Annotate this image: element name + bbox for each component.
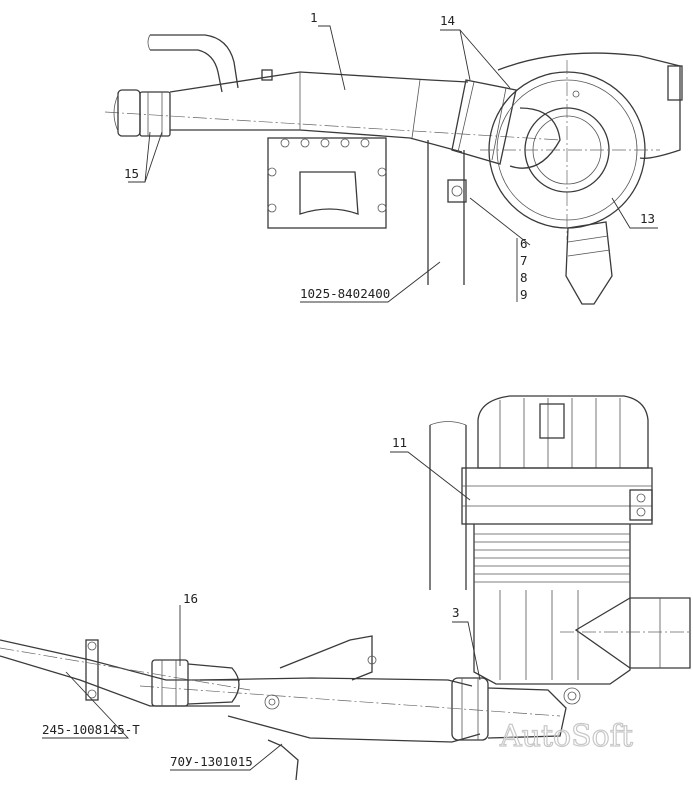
callout-15: 15 — [124, 166, 139, 181]
callout-3: 3 — [452, 605, 460, 620]
watermark: AutoSoft — [499, 719, 633, 754]
callout-8: 8 — [520, 270, 528, 285]
callout-13: 13 — [640, 211, 655, 226]
top-leaders — [128, 25, 658, 303]
bottom-leaders — [42, 451, 481, 771]
frame-member — [429, 421, 467, 590]
callout-1: 1 — [310, 10, 318, 25]
intake-pipe — [104, 71, 561, 153]
air-filter-housing — [480, 52, 683, 305]
support-bracket — [267, 635, 377, 781]
callout-6: 6 — [520, 236, 528, 251]
callout-16: 16 — [183, 591, 198, 606]
callout-14: 14 — [440, 13, 455, 28]
clamp-band — [461, 467, 653, 525]
filter-body — [473, 524, 691, 685]
callout-9: 9 — [520, 287, 528, 302]
callout-11: 11 — [392, 435, 407, 450]
top-view: 1 14 15 13 6 7 8 9 1025-8402400 — [104, 10, 683, 305]
part-number-pipe-bottom: 70У-1301015 — [170, 754, 253, 769]
filter-cap — [477, 395, 649, 469]
left-connecting-pipe — [0, 639, 251, 707]
callout-7: 7 — [520, 253, 528, 268]
bracket-frame — [427, 140, 467, 285]
part-number-bracket: 1025-8402400 — [300, 286, 390, 301]
mounting-plate — [267, 137, 387, 229]
upper-bent-pipe — [147, 34, 273, 93]
bottom-view: 11 3 16 245-1008145-Т 70У-1301015 AutoSo… — [0, 395, 691, 781]
lower-intake-pipe — [139, 677, 581, 743]
hose-sleeve — [451, 79, 517, 165]
left-hose-clamp — [113, 89, 171, 137]
part-number-pipe-left: 245-1008145-Т — [42, 722, 140, 737]
